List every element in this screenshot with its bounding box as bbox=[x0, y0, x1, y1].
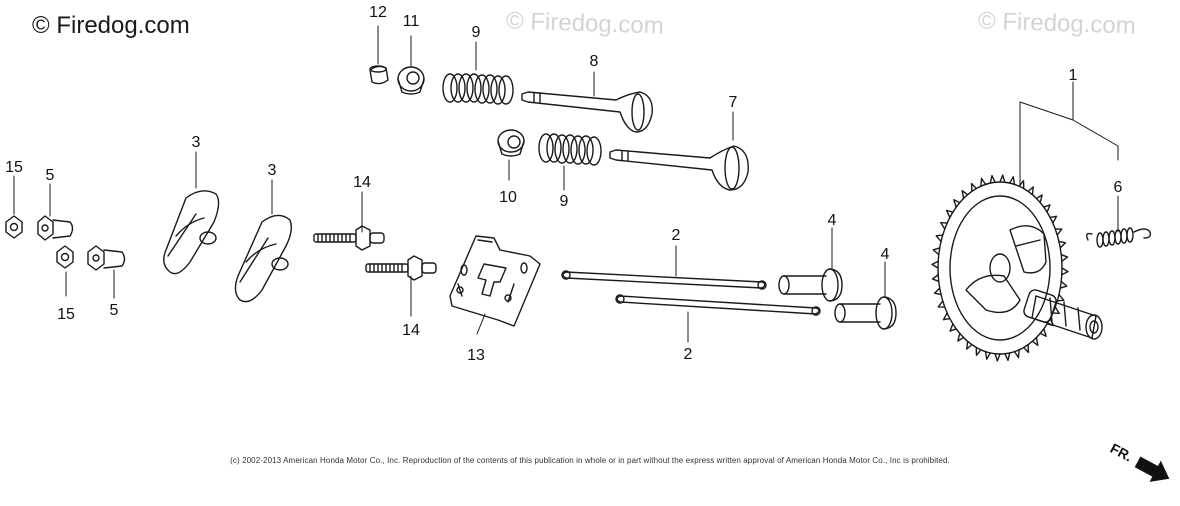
tappet-4-right bbox=[834, 296, 897, 330]
callout-9-bottom: 9 bbox=[559, 193, 569, 210]
callout-15-bottom: 15 bbox=[57, 306, 75, 323]
callout-13: 13 bbox=[467, 347, 485, 364]
push-rod-2-bottom bbox=[615, 294, 821, 316]
gear-tooth bbox=[942, 312, 951, 321]
gear-tooth bbox=[966, 340, 973, 350]
gear-tooth bbox=[1039, 328, 1047, 337]
gear-tooth bbox=[1060, 253, 1069, 262]
callout-2-bottom: 2 bbox=[683, 346, 693, 363]
callout-6: 6 bbox=[1113, 179, 1123, 196]
gear-tooth bbox=[975, 346, 982, 356]
gear-tooth bbox=[1027, 186, 1034, 196]
gear-tooth bbox=[933, 287, 942, 296]
gear-tooth bbox=[1018, 180, 1025, 190]
callout-9-top: 9 bbox=[471, 24, 481, 41]
gear-tooth bbox=[1058, 240, 1067, 249]
gear-tooth bbox=[945, 209, 954, 219]
gear-tooth bbox=[931, 274, 940, 283]
decompressor-spring-6 bbox=[1085, 227, 1152, 248]
valve-spring-9-top bbox=[442, 73, 514, 105]
gear-tooth bbox=[980, 177, 987, 187]
gear-tooth bbox=[984, 350, 992, 360]
copyright-notice: (c) 2002-2013 American Honda Motor Co., … bbox=[230, 456, 950, 465]
gear-tooth bbox=[949, 323, 957, 332]
gear-tooth bbox=[1061, 267, 1069, 276]
spring-retainer-11 bbox=[397, 66, 425, 95]
gear-tooth bbox=[1049, 215, 1058, 224]
callout-4-right: 4 bbox=[880, 246, 890, 263]
callout-5-top: 5 bbox=[45, 167, 55, 184]
callout-12: 12 bbox=[369, 4, 387, 21]
nut-15-bottom bbox=[56, 245, 74, 269]
callout-8: 8 bbox=[589, 53, 599, 70]
front-direction-marker: FR. bbox=[1108, 442, 1170, 482]
valve-7 bbox=[609, 145, 749, 191]
tappet-4-left bbox=[778, 268, 843, 302]
leader-lines bbox=[13, 25, 1119, 343]
callout-7: 7 bbox=[728, 94, 738, 111]
push-rod-2-top bbox=[561, 270, 767, 290]
gear-tooth bbox=[1009, 176, 1016, 186]
gear-tooth bbox=[931, 260, 939, 269]
callout-11: 11 bbox=[402, 13, 420, 30]
gear-tooth bbox=[961, 189, 969, 200]
spring-retainer-10 bbox=[497, 129, 525, 157]
watermark-firedog: © Firedog.com bbox=[32, 12, 190, 39]
nut-15-top bbox=[5, 215, 23, 239]
cap-nut-5-bottom bbox=[87, 245, 126, 271]
gear-tooth bbox=[1004, 352, 1011, 362]
callout-1: 1 bbox=[1068, 67, 1078, 84]
callout-3-right: 3 bbox=[267, 162, 277, 179]
gear-tooth bbox=[1056, 293, 1065, 302]
gear-tooth bbox=[1043, 204, 1051, 213]
gear-tooth bbox=[1059, 280, 1068, 289]
pivot-bolt-14-bottom bbox=[365, 255, 437, 281]
valve-8 bbox=[521, 91, 653, 133]
gear-tooth bbox=[935, 234, 944, 243]
gear-tooth bbox=[1013, 349, 1020, 359]
gear-tooth bbox=[957, 332, 965, 342]
gear-tooth bbox=[989, 174, 996, 184]
gear-tooth bbox=[932, 247, 941, 256]
callout-14-top: 14 bbox=[353, 174, 371, 191]
callout-2-top: 2 bbox=[671, 227, 681, 244]
rocker-arm-3-left bbox=[163, 190, 220, 275]
front-arrow-icon bbox=[1134, 456, 1170, 482]
camshaft-gear-1 bbox=[931, 174, 1103, 362]
callout-5-bottom: 5 bbox=[109, 302, 119, 319]
gear-tooth bbox=[1031, 336, 1039, 347]
callout-15-top: 15 bbox=[5, 159, 23, 176]
gear-tooth bbox=[939, 221, 948, 230]
gear-tooth bbox=[994, 353, 1001, 362]
callout-14-bottom: 14 bbox=[402, 322, 420, 339]
gear-tooth bbox=[953, 199, 961, 208]
front-marker-label: FR. bbox=[1108, 442, 1135, 465]
gear-tooth bbox=[937, 300, 946, 308]
guide-plate-13 bbox=[449, 235, 541, 327]
valve-spring-9-bottom bbox=[538, 133, 602, 166]
rocker-arm-3-right bbox=[234, 214, 293, 303]
gear-tooth bbox=[1023, 343, 1030, 354]
gear-tooth bbox=[1052, 306, 1061, 315]
gear-tooth bbox=[1035, 194, 1043, 204]
gear-tooth bbox=[970, 182, 977, 193]
pivot-bolt-14-top bbox=[313, 225, 385, 251]
gear-tooth bbox=[1054, 228, 1063, 236]
gear-tooth bbox=[999, 174, 1006, 183]
valve-cap-12 bbox=[369, 65, 389, 85]
callout-4-left: 4 bbox=[827, 212, 837, 229]
callout-10: 10 bbox=[499, 189, 517, 206]
cap-nut-5-top bbox=[37, 215, 74, 241]
callout-3-left: 3 bbox=[191, 134, 201, 151]
